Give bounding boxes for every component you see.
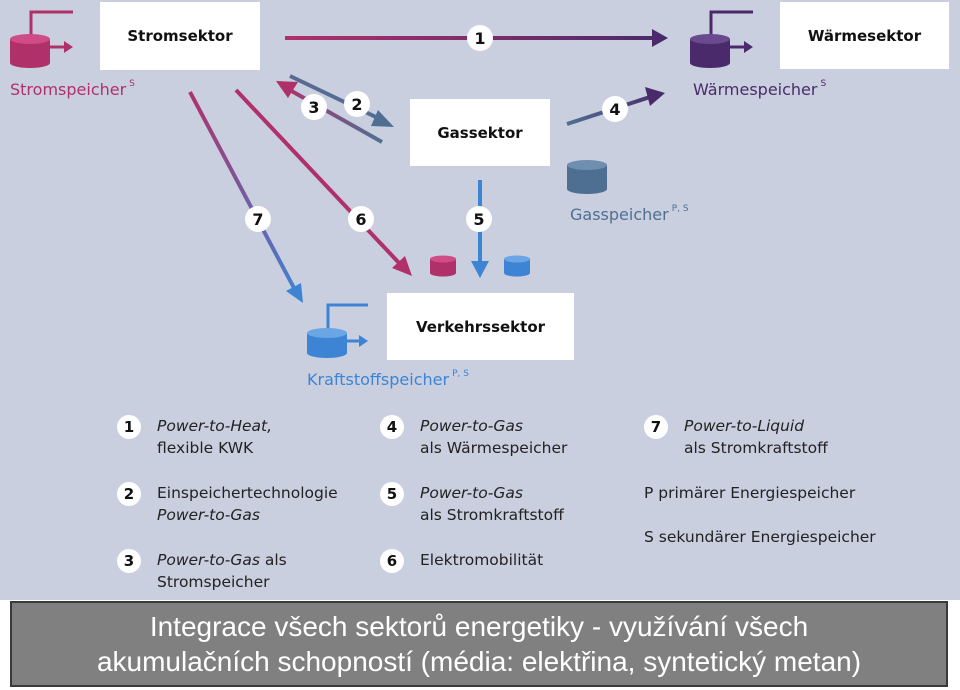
gassektor-box: Gassektor <box>410 99 550 166</box>
legend-text-line1: Power-to-Gas <box>420 417 523 435</box>
arrowhead-4 <box>645 87 665 106</box>
legend-text-line1-italic: Power-to-Gas <box>157 551 260 569</box>
flow-number-2: 2 <box>351 95 362 114</box>
legend-number: 6 <box>380 549 404 573</box>
legend-text-line2: Stromspeicher <box>157 573 270 591</box>
flow-number-6: 6 <box>355 210 366 229</box>
legend-number: 3 <box>117 549 141 573</box>
legend-item-5: 5 Power-to-Gas als Stromkraftstoff <box>380 482 620 532</box>
legend-text-line2: als Wärmespeicher <box>420 439 568 457</box>
waermesektor-label: Wärmesektor <box>807 26 922 45</box>
stromsektor-label: Stromsektor <box>127 27 233 45</box>
legend-text-line2: als Stromkraftstoff <box>684 439 828 457</box>
legend-item-7: 7 Power-to-Liquid als Stromkraftstoff <box>644 415 904 465</box>
legend-item-2: 2 Einspeichertechnologie Power-to-Gas <box>117 482 367 532</box>
legend-text-line1: Einspeichertechnologie <box>157 484 338 502</box>
caption-line-2: akumulačních schopností (média: elektřin… <box>96 646 862 677</box>
flow-number-5: 5 <box>473 210 484 229</box>
kraftstoffspeicher-type: P, S <box>452 368 469 379</box>
strom-cylinder-small-icon <box>430 255 456 277</box>
legend-text-line2: als Stromkraftstoff <box>420 506 564 524</box>
arrowhead-2 <box>371 110 394 127</box>
definition-secondary: S sekundärer Energiespeicher <box>644 528 876 546</box>
arrow-6 <box>234 88 402 266</box>
kraftstoffspeicher-icon <box>307 303 368 358</box>
arrowhead-7 <box>286 283 303 303</box>
verkehrssektor-label: Verkehrssektor <box>415 317 546 336</box>
flow-number-1: 1 <box>474 29 485 48</box>
legend-number: 4 <box>380 415 404 439</box>
legend-text-line1: Power-to-Heat, <box>157 417 273 435</box>
legend-text-line2: Power-to-Gas <box>157 506 260 524</box>
caption-line-1: Integrace všech sektorů energetiky - vyu… <box>149 611 809 642</box>
flow-number-badges: 1 2 3 4 5 6 7 <box>245 25 628 232</box>
legend-text-line1: Power-to-Gas <box>420 484 523 502</box>
legend-item-6: 6 Elektromobilität <box>380 549 620 579</box>
caption-banner: Integrace všech sektorů energetiky - vyu… <box>10 601 948 687</box>
legend-number: 2 <box>117 482 141 506</box>
legend-text-line1: Power-to-Liquid <box>684 417 805 435</box>
arrowhead-6 <box>392 256 412 276</box>
legend-number: 5 <box>380 482 404 506</box>
legend-text-line2: flexible KWK <box>157 439 254 457</box>
waermespeicher-type: S <box>820 78 827 89</box>
legend-item-3: 3 Power-to-Gas als Stromspeicher <box>117 549 357 599</box>
verkehrssektor-box: Verkehrssektor <box>387 293 574 360</box>
flow-number-4: 4 <box>609 100 620 119</box>
stromsektor-box: Stromsektor <box>100 2 260 70</box>
gasspeicher-type: P, S <box>671 203 689 214</box>
arrowhead-5 <box>471 261 489 278</box>
arrow-7 <box>188 91 296 289</box>
diagram-canvas: 1 2 3 4 5 6 7 <box>0 0 960 600</box>
flow-number-3: 3 <box>308 98 319 117</box>
waermesektor-box: Wärmesektor <box>780 2 949 69</box>
legend-number: 1 <box>117 415 141 439</box>
legend-number: 7 <box>644 415 668 439</box>
flow-number-7: 7 <box>252 210 263 229</box>
arrowhead-3 <box>276 81 298 98</box>
flow-arrows-layer: 1 2 3 4 5 6 7 <box>10 10 753 358</box>
legend-text-line1: Elektromobilität <box>420 551 544 569</box>
arrowhead-1 <box>652 29 668 47</box>
stromspeicher-type: S <box>129 78 135 89</box>
gassektor-label: Gassektor <box>437 123 523 142</box>
definition-primary: P primärer Energiespeicher <box>644 484 856 502</box>
legend-text-line1-rest: als <box>259 551 287 569</box>
legend-item-1: 1 Power-to-Heat, flexible KWK <box>117 415 357 465</box>
gasspeicher-icon <box>567 160 607 194</box>
arrow-3 <box>287 87 383 144</box>
fuel-cylinder-small-icon <box>504 255 530 277</box>
waermespeicher-icon <box>690 10 753 68</box>
stromspeicher-icon <box>10 10 73 68</box>
legend-item-4: 4 Power-to-Gas als Wärmespeicher <box>380 415 620 465</box>
